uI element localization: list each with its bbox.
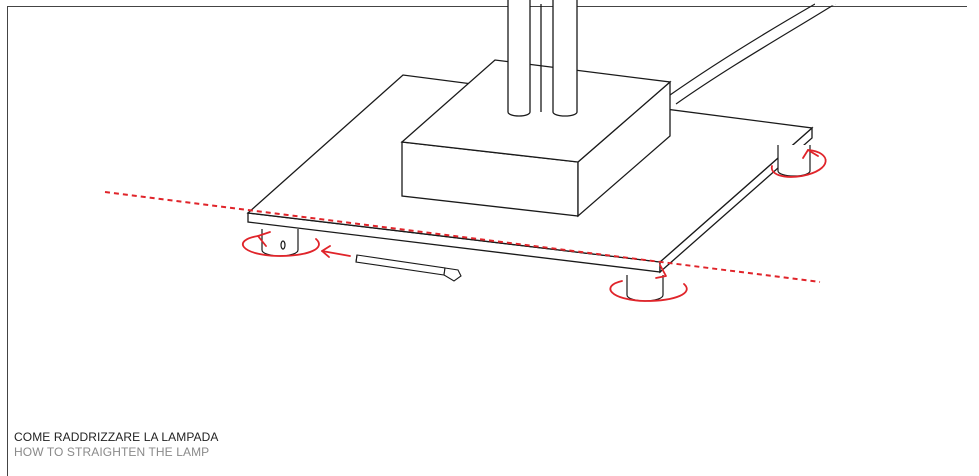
key-direction-arrow-icon (321, 245, 351, 258)
caption-title-italian: COME RADDRIZZARE LA LAMPADA (14, 430, 219, 444)
rotation-arrow-icon (609, 264, 688, 302)
lamp-hub (400, 59, 672, 218)
caption: COME RADDRIZZARE LA LAMPADA HOW TO STRAI… (14, 430, 219, 460)
rotation-arrow-icon (241, 231, 320, 257)
foot-front-left (261, 229, 299, 257)
foot-back-right (777, 145, 811, 177)
power-cable (669, 2, 836, 105)
rotation-arrow-icon (770, 149, 827, 178)
level-line (104, 191, 821, 283)
caption-title-english: HOW TO STRAIGHTEN THE LAMP (14, 445, 210, 459)
lamp-stems (507, 0, 578, 117)
foot-front-right (626, 275, 664, 302)
allen-key (355, 254, 462, 282)
diagram-frame (7, 6, 967, 476)
rotation-arrows (241, 149, 827, 302)
